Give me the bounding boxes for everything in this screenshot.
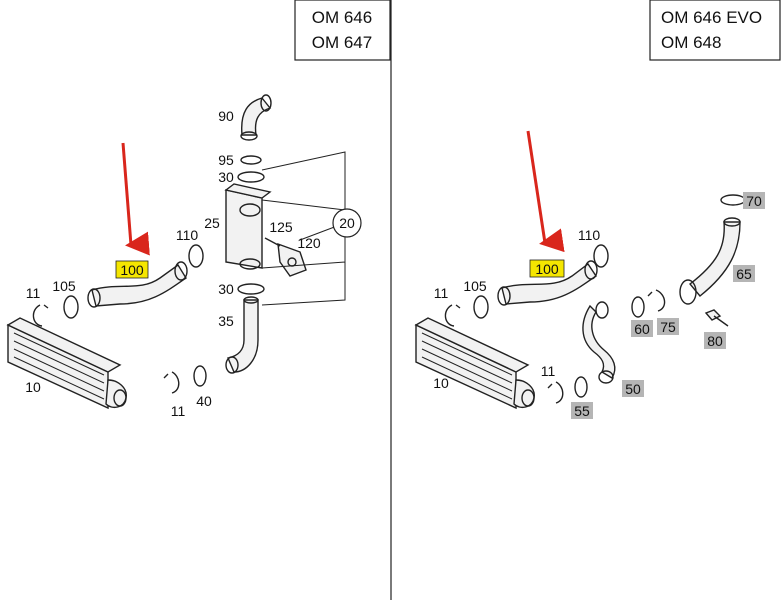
ring-60-right bbox=[631, 296, 645, 318]
ring-105-right bbox=[473, 295, 489, 319]
label-125-left: 125 bbox=[269, 219, 293, 235]
tag-60-label: 60 bbox=[634, 321, 650, 337]
tag-70-label: 70 bbox=[746, 193, 762, 209]
seal-30b-left bbox=[237, 283, 265, 295]
engine-box-left bbox=[294, 0, 391, 61]
label-11b-right: 11 bbox=[541, 363, 556, 379]
engine-label-left-1: OM 646 bbox=[312, 8, 372, 27]
part-100-label-right: 100 bbox=[535, 261, 559, 277]
ring-105-left bbox=[63, 295, 79, 319]
hose-100-left bbox=[87, 261, 188, 308]
tag-55: 55 bbox=[571, 402, 593, 419]
elbow-90-left bbox=[240, 94, 272, 141]
label-11a-left: 11 bbox=[26, 285, 41, 301]
tag-70: 70 bbox=[743, 192, 765, 209]
label-11a-right: 11 bbox=[434, 285, 449, 301]
pipe-35-left bbox=[225, 296, 259, 374]
tag-50: 50 bbox=[622, 380, 644, 397]
tag-55-label: 55 bbox=[574, 403, 590, 419]
label-30b-left: 30 bbox=[218, 281, 234, 297]
tag-60: 60 bbox=[631, 320, 653, 337]
ring-110-left bbox=[188, 244, 204, 268]
callout-circle-20 bbox=[332, 208, 362, 238]
label-11b-left: 11 bbox=[171, 403, 186, 419]
label-40-left: 40 bbox=[196, 393, 212, 409]
tag-65: 65 bbox=[733, 265, 755, 282]
label-10-left: 10 bbox=[25, 379, 41, 395]
hose-100-right bbox=[497, 260, 598, 306]
seal-30a-left bbox=[237, 171, 265, 183]
tag-50-label: 50 bbox=[625, 381, 641, 397]
tag-75-label: 75 bbox=[660, 319, 676, 335]
tag-75: 75 bbox=[657, 318, 679, 335]
engine-box-right bbox=[649, 0, 781, 61]
label-110-right: 110 bbox=[578, 227, 601, 243]
engine-label-left-2: OM 647 bbox=[312, 33, 372, 52]
label-20-left: 20 bbox=[339, 215, 355, 231]
label-95-left: 95 bbox=[218, 152, 234, 168]
label-30a-left: 30 bbox=[218, 169, 234, 185]
tag-80-label: 80 bbox=[707, 333, 723, 349]
label-110-left: 110 bbox=[176, 227, 199, 243]
label-90-left: 90 bbox=[218, 108, 234, 124]
tag-65-label: 65 bbox=[736, 266, 752, 282]
intercooler-left bbox=[6, 317, 127, 410]
pipe-50-right bbox=[582, 301, 616, 384]
sensor-120-left bbox=[264, 237, 307, 277]
label-120-left: 120 bbox=[297, 235, 321, 251]
seal-95-left bbox=[240, 155, 262, 165]
right-panel: OM 646 EVO OM 648 100 bbox=[414, 0, 781, 419]
red-arrow-right bbox=[526, 130, 565, 253]
part-100-label-left: 100 bbox=[120, 262, 144, 278]
highlight-box-right bbox=[529, 259, 565, 278]
label-25-left: 25 bbox=[204, 215, 220, 231]
seal-70-right bbox=[720, 194, 746, 206]
clamp-11a-right bbox=[444, 304, 461, 327]
engine-label-right-2: OM 648 bbox=[661, 33, 721, 52]
left-panel: OM 646 OM 647 100 bbox=[6, 0, 391, 419]
label-105-left: 105 bbox=[52, 278, 76, 294]
clamp-11a-left bbox=[32, 304, 49, 327]
tag-80: 80 bbox=[704, 332, 726, 349]
clamp-75-right bbox=[647, 289, 666, 312]
label-105-right: 105 bbox=[463, 278, 487, 294]
highlight-box-left bbox=[115, 260, 149, 279]
engine-label-right-1: OM 646 EVO bbox=[661, 8, 762, 27]
housing-25-left bbox=[224, 183, 272, 270]
label-10-right: 10 bbox=[433, 375, 449, 391]
red-arrow-left bbox=[121, 142, 150, 256]
ring-40-left bbox=[193, 365, 207, 387]
label-35-left: 35 bbox=[218, 313, 234, 329]
ring-55-right bbox=[574, 376, 588, 398]
pipe-65-right bbox=[679, 217, 741, 305]
clamp-11b-right bbox=[547, 381, 564, 404]
ring-110-right bbox=[593, 244, 609, 268]
bolt-80-right bbox=[704, 309, 729, 327]
intercooler-right bbox=[414, 317, 535, 410]
clamp-11b-left bbox=[163, 371, 180, 394]
